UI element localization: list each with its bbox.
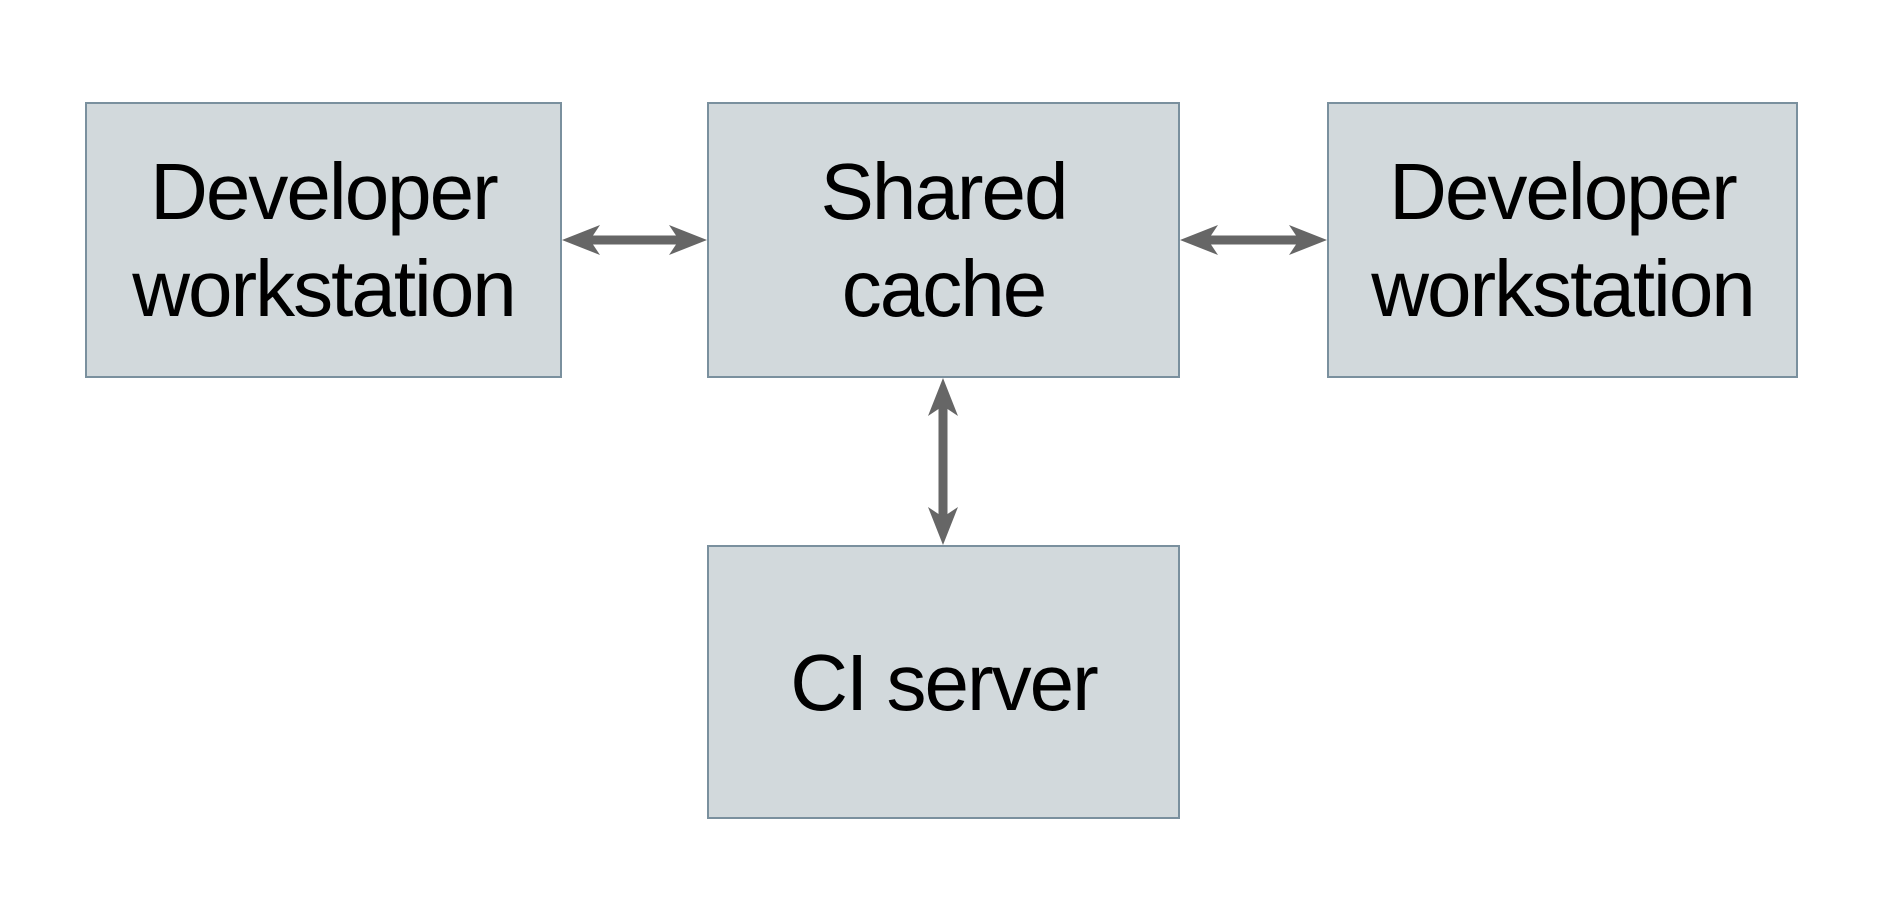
arrow-cache-devright	[1180, 225, 1327, 255]
arrowhead-up-icon	[928, 378, 958, 416]
arrowhead-left-icon	[562, 225, 600, 255]
arrowhead-left-icon	[1180, 225, 1218, 255]
node-shared-cache: Shared cache	[707, 102, 1180, 378]
node-label: Developer workstation	[1371, 147, 1756, 333]
node-ci-server: CI server	[707, 545, 1180, 819]
node-developer-workstation-left: Developer workstation	[85, 102, 562, 378]
arrowhead-right-icon	[669, 225, 707, 255]
arrow-cache-ciserver	[928, 378, 958, 545]
arrow-devleft-cache	[562, 225, 707, 255]
node-label: Shared cache	[820, 147, 1069, 333]
node-label: CI server	[790, 637, 1098, 727]
node-label: Developer workstation	[132, 147, 517, 333]
arrowhead-right-icon	[1289, 225, 1327, 255]
arrowhead-down-icon	[928, 507, 958, 545]
node-developer-workstation-right: Developer workstation	[1327, 102, 1798, 378]
